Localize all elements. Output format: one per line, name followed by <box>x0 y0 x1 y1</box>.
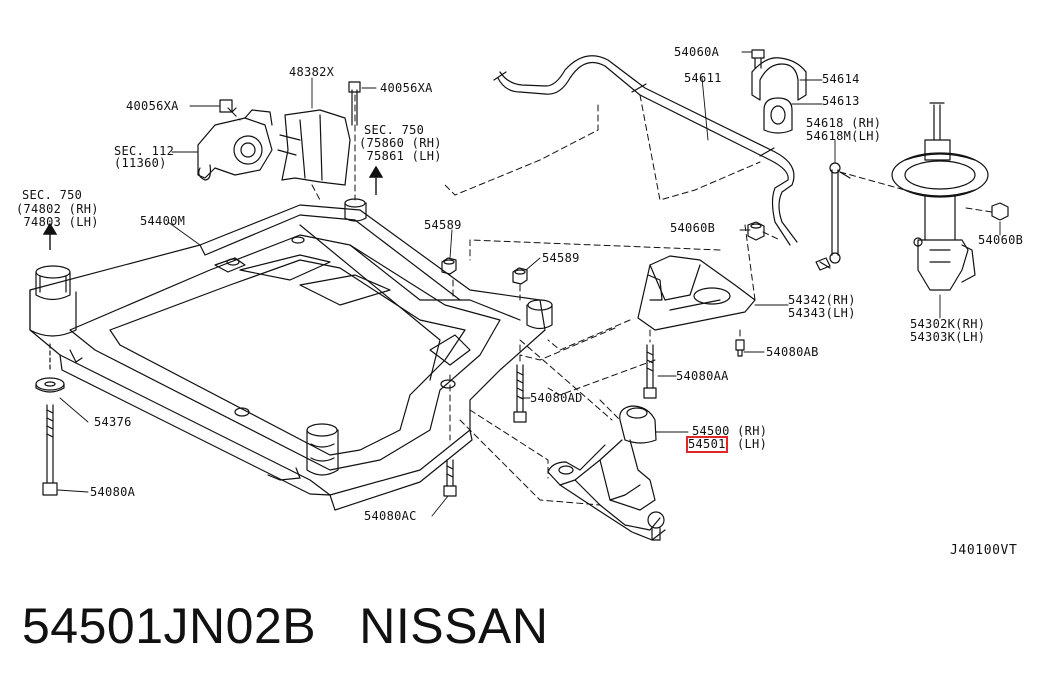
label-40056xa-left: 40056XA <box>126 99 179 113</box>
stabilizer-link <box>815 162 851 271</box>
label-54500-rh: 54500 (RH) <box>692 424 768 438</box>
label-54080a: 54080A <box>90 485 136 499</box>
label-54080ac: 54080AC <box>364 509 417 523</box>
label-sec750-left-rh: (74802 (RH) <box>16 202 99 216</box>
label-54501-highlighted: 54501 <box>686 436 728 453</box>
diagram-code: J40100VT <box>950 543 1018 558</box>
assembly-lines <box>231 94 993 506</box>
bolt-54080a <box>42 343 58 496</box>
bolt-54080aa <box>643 344 657 399</box>
label-54618m-lh: 54618M(LH) <box>806 129 882 143</box>
label-48382x: 48382X <box>289 65 335 79</box>
label-54343-lh: 54343(LH) <box>788 306 856 320</box>
label-54589-a: 54589 <box>424 218 462 232</box>
label-54080ad: 54080AD <box>530 391 583 405</box>
label-40056xa-top: 40056XA <box>380 81 433 95</box>
stabilizer-bar <box>493 55 798 246</box>
nut-54589-a <box>441 257 457 275</box>
label-sec750-left: SEC. 750 <box>22 188 83 202</box>
label-54589-b: 54589 <box>542 251 580 265</box>
label-sec750-right-rh: (75860 (RH) <box>359 136 442 150</box>
label-54080aa: 54080AA <box>676 369 729 383</box>
gusset-54342 <box>637 255 756 331</box>
washer-54376 <box>35 377 65 393</box>
rear-mount-bushing <box>306 423 339 476</box>
label-sec750-left-lh: 74803 (LH) <box>16 215 99 229</box>
label-54611: 54611 <box>684 71 722 85</box>
subframe <box>29 204 546 511</box>
label-54303k-lh: 54303K(LH) <box>910 330 986 344</box>
bushing-54613 <box>763 97 793 134</box>
left-mount-bushing <box>29 265 77 337</box>
bolt-54080ab <box>735 339 745 357</box>
label-54501-lh: (LH) <box>737 437 768 451</box>
sec750-right-arrow <box>368 165 384 195</box>
label-54376: 54376 <box>94 415 132 429</box>
label-sec112-ref: (11360) <box>114 156 167 170</box>
bolt-54080ac <box>443 459 457 497</box>
label-sec750-right-lh: 75861 (LH) <box>359 149 442 163</box>
insulator-48382x <box>219 81 361 186</box>
clamp-54614 <box>751 57 807 101</box>
right-mount-bushing <box>526 299 553 330</box>
label-54060b-left: 54060B <box>670 221 716 235</box>
label-sec750-right: SEC. 750 <box>364 123 425 137</box>
label-54613: 54613 <box>822 94 860 108</box>
label-54060b-right: 54060B <box>978 233 1024 247</box>
label-54302k-rh: 54302K(RH) <box>910 317 986 331</box>
label-54080ab: 54080AB <box>766 345 819 359</box>
part-number-caption: 54501JN02B NISSAN <box>22 598 549 654</box>
sec750-left-arrow <box>42 222 58 250</box>
nut-54589-b <box>512 267 528 285</box>
leader-lines <box>57 51 1001 517</box>
label-sec112: SEC. 112 <box>114 144 175 158</box>
nut-54060b-left <box>747 221 765 241</box>
gear-bracket <box>197 107 273 181</box>
nut-54060b-right <box>991 202 1009 221</box>
label-54060a: 54060A <box>674 45 720 59</box>
lower-arm <box>547 405 666 541</box>
label-54400m: 54400M <box>140 214 186 228</box>
bolt-54060a <box>751 49 765 69</box>
label-54614: 54614 <box>822 72 860 86</box>
bolt-54080ad <box>513 364 527 423</box>
label-54618-rh: 54618 (RH) <box>806 116 882 130</box>
strut-assembly <box>891 102 989 291</box>
label-54342-rh: 54342(RH) <box>788 293 856 307</box>
